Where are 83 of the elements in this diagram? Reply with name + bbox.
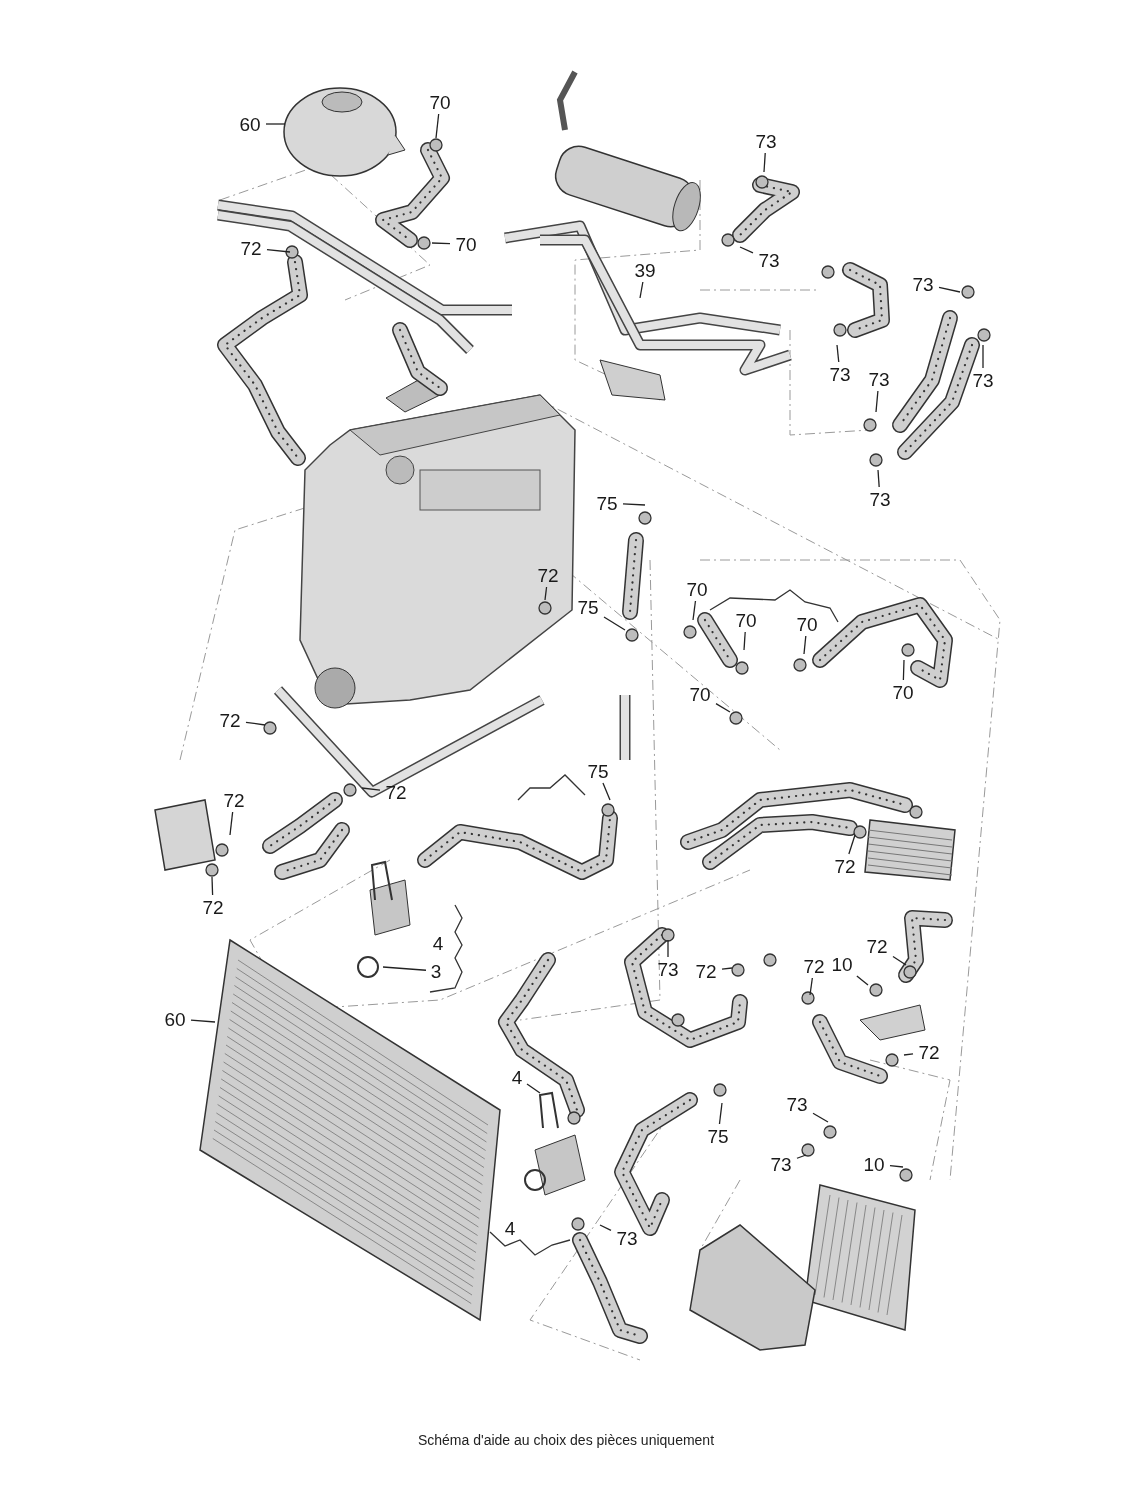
callout-number: 73 xyxy=(786,1094,808,1114)
leader-line xyxy=(892,955,907,966)
leader-line xyxy=(526,1083,541,1094)
leader-line xyxy=(190,1019,216,1023)
leader-line xyxy=(938,286,961,293)
callout-number: 70 xyxy=(892,682,914,702)
callout-number: 73 xyxy=(616,1228,638,1248)
callout-number: 73 xyxy=(829,364,851,384)
leader-line xyxy=(692,600,697,621)
callout-number: 72 xyxy=(240,238,262,258)
leader-line xyxy=(622,503,646,506)
callout-number: 73 xyxy=(868,369,890,389)
leader-line xyxy=(809,977,813,996)
callout-number: 10 xyxy=(863,1154,885,1174)
callout-number: 72 xyxy=(695,961,717,981)
leader-line xyxy=(803,635,807,655)
leader-line xyxy=(812,1112,829,1123)
callout-number: 72 xyxy=(202,897,224,917)
leader-line xyxy=(902,659,905,681)
leader-line xyxy=(889,1165,904,1168)
callout-number: 72 xyxy=(866,936,888,956)
callout-number: 75 xyxy=(596,493,618,513)
callout-number: 70 xyxy=(686,579,708,599)
leader-line xyxy=(265,123,286,125)
callout-number: 72 xyxy=(385,782,407,802)
leader-line xyxy=(544,586,548,601)
leader-line xyxy=(875,390,879,413)
leader-line xyxy=(715,702,731,713)
leader-line xyxy=(903,1053,914,1056)
callout-number: 4 xyxy=(504,1218,516,1238)
leader-line xyxy=(602,782,611,801)
leader-line xyxy=(229,811,234,836)
callout-number: 73 xyxy=(770,1154,792,1174)
leader-line xyxy=(599,1224,612,1231)
callout-number: 73 xyxy=(912,274,934,294)
callout-number: 70 xyxy=(689,684,711,704)
callout-number: 75 xyxy=(707,1126,729,1146)
leader-line xyxy=(245,721,266,726)
leader-line xyxy=(721,967,733,970)
caption: Schéma d'aide au choix des pièces uniquement xyxy=(417,1432,715,1448)
callout-number: 75 xyxy=(587,761,609,781)
callout-number: 72 xyxy=(223,790,245,810)
leader-line xyxy=(603,616,626,631)
callout-number: 75 xyxy=(577,597,599,617)
leader-line xyxy=(361,787,381,791)
leader-line xyxy=(667,939,669,958)
callout-number: 73 xyxy=(972,370,994,390)
leader-line xyxy=(211,876,214,896)
callout-number: 73 xyxy=(755,131,777,151)
leader-line xyxy=(639,281,644,299)
callout-number: 70 xyxy=(735,610,757,630)
callout-number: 60 xyxy=(239,114,261,134)
leader-line xyxy=(856,975,869,986)
leader-line xyxy=(718,1102,723,1125)
callout-number: 3 xyxy=(430,961,442,981)
leader-line xyxy=(796,1154,807,1159)
callout-number: 4 xyxy=(511,1067,523,1087)
callout-number: 72 xyxy=(803,956,825,976)
callout-number: 70 xyxy=(455,234,477,254)
callout-number: 72 xyxy=(537,565,559,585)
callout-number: 72 xyxy=(834,856,856,876)
callout-number: 72 xyxy=(219,710,241,730)
callout-number: 72 xyxy=(918,1042,940,1062)
callout-number: 60 xyxy=(164,1009,186,1029)
leader-line xyxy=(435,113,440,139)
callout-number: 4 xyxy=(432,933,444,953)
callout-number: 73 xyxy=(657,959,679,979)
leader-line xyxy=(743,631,746,651)
leader-line xyxy=(763,152,766,173)
callout-number: 70 xyxy=(796,614,818,634)
callout-number: 73 xyxy=(758,250,780,270)
leader-line xyxy=(266,249,291,253)
leader-line xyxy=(877,469,880,488)
leader-line xyxy=(431,242,451,245)
leader-line xyxy=(982,344,984,369)
callout-number: 70 xyxy=(429,92,451,112)
callout-number: 73 xyxy=(869,489,891,509)
leader-line xyxy=(739,246,754,254)
callout-number: 10 xyxy=(831,954,853,974)
leader-line xyxy=(382,966,427,971)
leader-line xyxy=(848,834,856,855)
leader-line xyxy=(836,344,840,363)
callout-number: 39 xyxy=(634,260,656,280)
